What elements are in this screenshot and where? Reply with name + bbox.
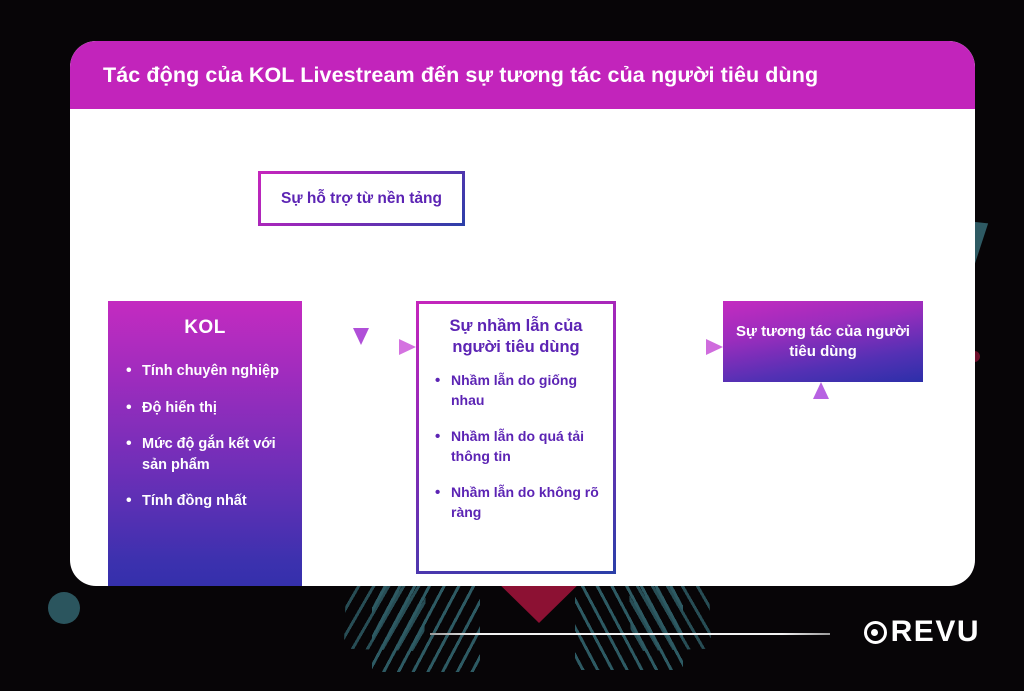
list-item: Tính đồng nhất <box>122 490 288 512</box>
stripe-pattern-decoration-left <box>372 580 480 672</box>
list-item: Nhầm lẫn do không rõ ràng <box>431 482 601 523</box>
revu-circle-icon <box>863 620 887 644</box>
consumer-engagement-label: Sự tương tác của người tiêu dùng <box>736 322 910 360</box>
platform-support-label: Sự hỗ trợ từ nền tảng <box>281 189 442 207</box>
consumer-confusion-box[interactable]: Sự nhầm lẫn của người tiêu dùng Nhầm lẫn… <box>416 301 616 574</box>
stripe-pattern-decoration-left-outer <box>343 578 427 652</box>
diagram-connectors <box>302 226 829 586</box>
list-item: Tính chuyên nghiệp <box>122 360 288 382</box>
list-item: Độ hiển thị <box>122 397 288 419</box>
consumer-confusion-title: Sự nhầm lẫn của người tiêu dùng <box>449 317 583 356</box>
platform-support-box[interactable]: Sự hỗ trợ từ nền tảng <box>258 171 465 226</box>
list-item: Mức độ gắn kết với sản phẩm <box>122 433 288 475</box>
teal-circle-decoration <box>48 592 80 624</box>
stripe-pattern-decoration-right <box>575 578 683 670</box>
confusion-bullet-list: Nhầm lẫn do giống nhau Nhầm lẫn do quá t… <box>431 370 601 523</box>
content-card: Tác động của KOL Livestream đến sự tương… <box>70 41 975 586</box>
kol-box[interactable]: KOL Tính chuyên nghiệp Độ hiển thị Mức đ… <box>108 301 302 586</box>
card-header: Tác động của KOL Livestream đến sự tương… <box>70 41 975 109</box>
footer-divider-line <box>430 633 830 635</box>
revu-logo: REVU <box>863 615 980 648</box>
kol-box-title: KOL <box>184 317 226 338</box>
diagram-area: Sự hỗ trợ từ nền tảng KOL Tính chuyên ng… <box>70 109 975 586</box>
revu-dot-icon <box>871 628 879 636</box>
kol-bullet-list: Tính chuyên nghiệp Độ hiển thị Mức độ gắ… <box>122 360 288 513</box>
stripe-pattern-decoration-right-outer <box>628 576 712 652</box>
page-title: Tác động của KOL Livestream đến sự tương… <box>103 62 819 87</box>
consumer-engagement-box[interactable]: Sự tương tác của người tiêu dùng <box>723 301 923 382</box>
list-item: Nhầm lẫn do quá tải thông tin <box>431 426 601 467</box>
revu-logo-text: REVU <box>890 615 980 648</box>
list-item: Nhầm lẫn do giống nhau <box>431 370 601 411</box>
